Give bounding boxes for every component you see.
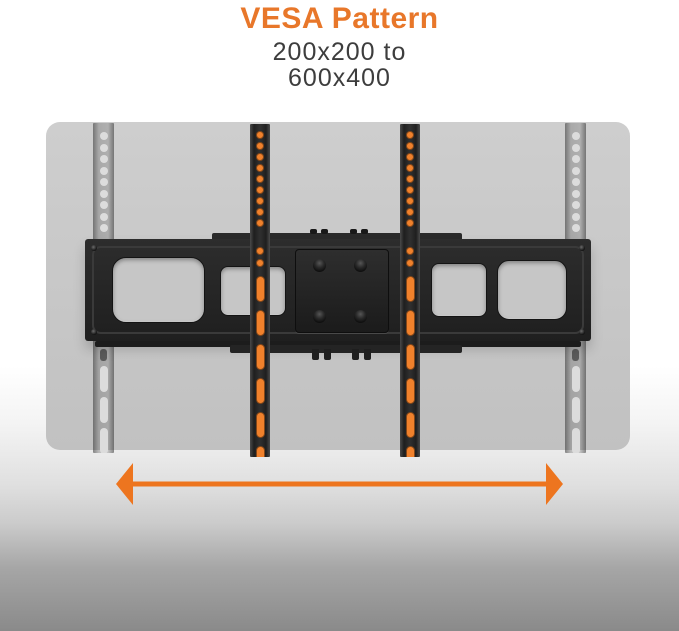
vesa-hole-gray	[571, 212, 580, 221]
vesa-center-plate	[295, 249, 389, 333]
vesa-hole-orange	[406, 197, 414, 205]
bracket-corner-screw	[91, 245, 97, 251]
vesa-hole-orange	[405, 446, 415, 457]
vesa-hole-orange	[405, 276, 415, 302]
bracket-corner-screw	[91, 329, 97, 335]
vesa-hole-gray	[99, 178, 108, 186]
vesa-hole-gray	[571, 224, 580, 232]
vesa-range-line-1: 200x200 to	[272, 38, 407, 66]
vesa-hole-gray	[99, 224, 108, 232]
vesa-hole-orange	[255, 344, 265, 370]
vesa-hole-gray	[99, 155, 108, 163]
bracket-top-strip	[212, 233, 462, 243]
vesa-hole-orange	[256, 153, 264, 161]
vesa-hole-orange	[406, 208, 414, 216]
vesa-hole-orange	[255, 310, 265, 336]
bracket-cutout-left-large	[112, 257, 205, 323]
vesa-screw-hole	[354, 259, 367, 272]
vesa-hole-gray	[571, 397, 580, 423]
vesa-hole-orange	[405, 310, 415, 336]
vesa-screw-hole	[313, 310, 326, 323]
bracket-top-screw	[321, 229, 328, 234]
vesa-hole-orange	[255, 378, 265, 404]
bracket-corner-screw	[579, 329, 585, 335]
vesa-hole-gray	[99, 201, 108, 209]
vesa-hole-orange	[406, 259, 414, 267]
bracket-bottom-strip	[230, 345, 462, 353]
vesa-hole-gray	[571, 166, 580, 175]
vesa-hole-orange	[406, 164, 414, 172]
vesa-hole-gray	[99, 166, 108, 175]
bracket-inner-frame	[92, 246, 584, 334]
vesa-hole-orange	[256, 186, 264, 194]
vesa-hole-gray	[571, 155, 580, 163]
vesa-hole-orange	[256, 259, 264, 267]
vesa-hole-gray	[571, 366, 580, 392]
bracket-bottom-tab	[324, 349, 331, 360]
vesa-hole-gray	[99, 428, 108, 453]
diagram-title: VESA Pattern	[240, 2, 439, 35]
vesa-hole-gray	[571, 189, 580, 198]
bracket-top-screw	[361, 229, 368, 234]
bracket-top-screw	[350, 229, 357, 234]
vesa-hole-gray	[99, 366, 108, 392]
bracket-bottom-tab	[364, 349, 371, 360]
vesa-hole-orange	[256, 208, 264, 216]
vesa-screw-hole	[354, 310, 367, 323]
vesa-hole-orange	[255, 276, 265, 302]
vesa-hole-orange	[406, 175, 414, 183]
vesa-hole-gray	[99, 189, 108, 198]
vesa-hole-orange	[256, 219, 264, 227]
vesa-hole-orange	[406, 142, 414, 150]
vesa-hole-gray	[99, 132, 108, 140]
ghost-rail-screw	[100, 349, 107, 361]
vesa-hole-gray	[571, 143, 580, 152]
bracket-bottom-lip	[95, 341, 581, 347]
vesa-hole-orange	[406, 186, 414, 194]
vesa-range-line-2: 600x400	[288, 64, 391, 92]
vesa-hole-orange	[406, 219, 414, 227]
vesa-hole-gray	[99, 143, 108, 152]
vesa-hole-orange	[255, 446, 265, 457]
vesa-hole-orange	[405, 378, 415, 404]
bracket-cutout-right-large	[497, 260, 567, 320]
vesa-hole-gray	[571, 178, 580, 186]
vesa-hole-orange	[405, 412, 415, 438]
vesa-hole-orange	[256, 247, 264, 255]
bracket-cutout-right-medium	[431, 263, 487, 317]
tv-rail-right	[400, 124, 420, 457]
vesa-hole-orange	[406, 131, 414, 139]
vesa-hole-orange	[256, 175, 264, 183]
vesa-hole-gray	[99, 212, 108, 221]
bracket-bottom-tab	[352, 349, 359, 360]
vesa-hole-orange	[406, 153, 414, 161]
vesa-hole-gray	[99, 397, 108, 423]
bracket-top-screw	[310, 229, 317, 234]
vesa-hole-orange	[256, 197, 264, 205]
vesa-hole-orange	[405, 344, 415, 370]
vesa-hole-gray	[571, 428, 580, 453]
bracket-corner-screw	[579, 245, 585, 251]
vesa-hole-orange	[256, 131, 264, 139]
vesa-screw-hole	[313, 259, 326, 272]
tv-rail-left	[250, 124, 270, 457]
vesa-hole-gray	[571, 201, 580, 209]
bracket-bottom-tab	[312, 349, 319, 360]
ghost-rail-screw	[572, 349, 579, 361]
vesa-hole-orange	[406, 247, 414, 255]
vesa-hole-gray	[571, 132, 580, 140]
horizontal-range-arrow-icon	[116, 463, 563, 505]
vesa-hole-orange	[255, 412, 265, 438]
vesa-hole-orange	[256, 164, 264, 172]
vesa-hole-orange	[256, 142, 264, 150]
